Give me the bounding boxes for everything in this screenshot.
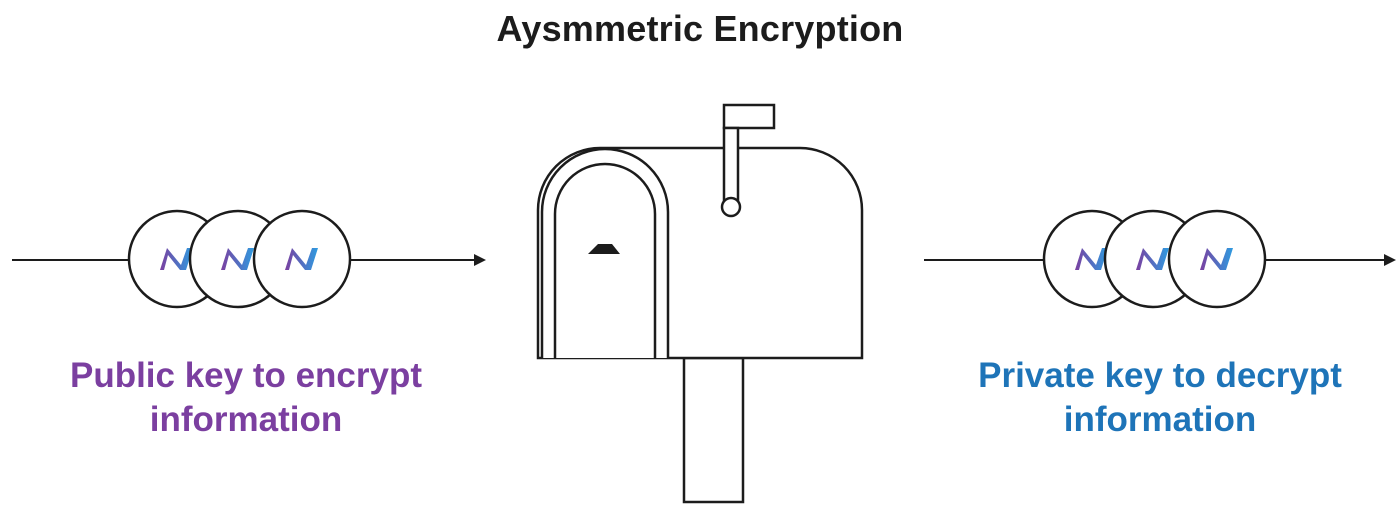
mailbox-flag-pivot [720,196,742,218]
public-key-caption-line2: information [149,400,343,439]
token-icon [160,248,193,270]
mailbox-flag-pole [722,126,740,202]
token-icon [221,248,254,270]
public-key-caption-line1: Public key to encrypt [69,356,423,395]
private-key-caption: Private key to decrypt information [960,354,1360,442]
mailbox-icon [536,103,864,504]
mailbox-door-inner [553,162,657,358]
private-key-token-3 [1167,209,1267,309]
diagram-title: Aysmmetric Encryption [496,8,904,49]
public-key-caption: Public key to encrypt information [46,354,446,442]
mailbox-slot [588,244,620,254]
private-key-caption-line2: information [1063,400,1257,439]
left-flow [12,209,486,309]
token-icon [1075,248,1108,270]
right-flow [924,209,1396,309]
mailbox-post [682,356,745,504]
public-key-token-3 [252,209,352,309]
token-icon [285,248,318,270]
mailbox-flag [722,103,776,130]
private-key-caption-line1: Private key to decrypt [978,356,1342,395]
token-icon [1136,248,1169,270]
token-icon [1200,248,1233,270]
